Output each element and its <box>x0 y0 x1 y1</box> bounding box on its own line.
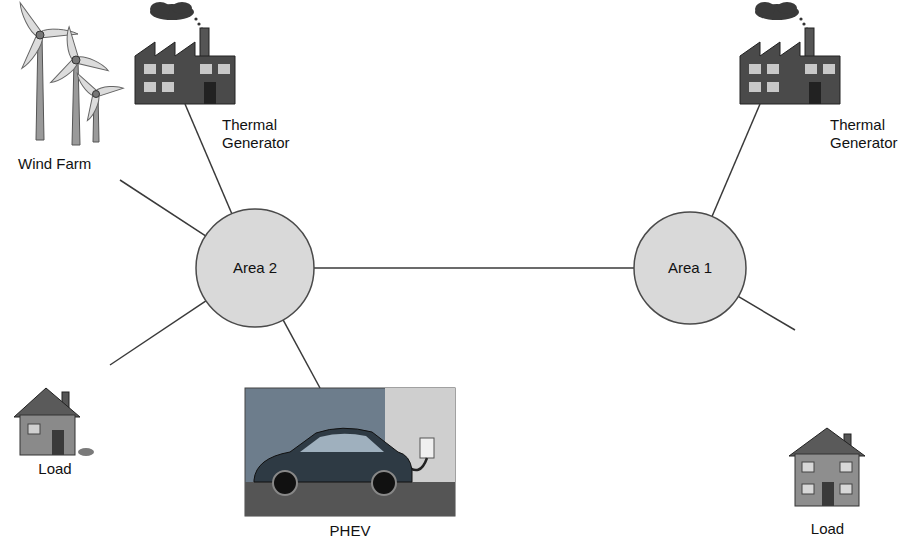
power-line <box>120 180 206 236</box>
area-circle: Area 2 <box>195 208 315 328</box>
phev: PHEV <box>245 388 455 543</box>
node-label: Area 1 <box>668 259 712 277</box>
thermal-generator: Thermal Generator <box>130 0 240 105</box>
area-circle: Area 1 <box>633 211 747 325</box>
power-line <box>712 104 760 216</box>
node-label: PHEV <box>245 522 455 540</box>
node-label: Load <box>785 520 870 538</box>
area-circle-shape <box>196 209 314 327</box>
node-label: Area 2 <box>233 259 277 277</box>
node-label: Thermal Generator <box>222 116 302 152</box>
phev-photo <box>245 388 455 516</box>
house-icon <box>14 388 94 456</box>
node-label: Load <box>10 460 100 478</box>
load-house: Load <box>10 365 110 480</box>
power-line <box>738 296 795 330</box>
wind-farm: Wind Farm <box>5 5 120 180</box>
power-plant-icon <box>740 2 840 104</box>
load-house: Load <box>785 330 870 530</box>
power-line <box>283 320 320 388</box>
power-line <box>110 301 206 365</box>
power-plant-icon <box>135 2 235 104</box>
area-circle-shape <box>634 212 746 324</box>
house-icon <box>789 428 865 506</box>
power-line <box>314 267 634 269</box>
thermal-generator: Thermal Generator <box>735 0 845 105</box>
wind-turbines <box>16 1 124 145</box>
node-label: Thermal Generator <box>830 116 910 152</box>
node-label: Wind Farm <box>18 155 91 173</box>
